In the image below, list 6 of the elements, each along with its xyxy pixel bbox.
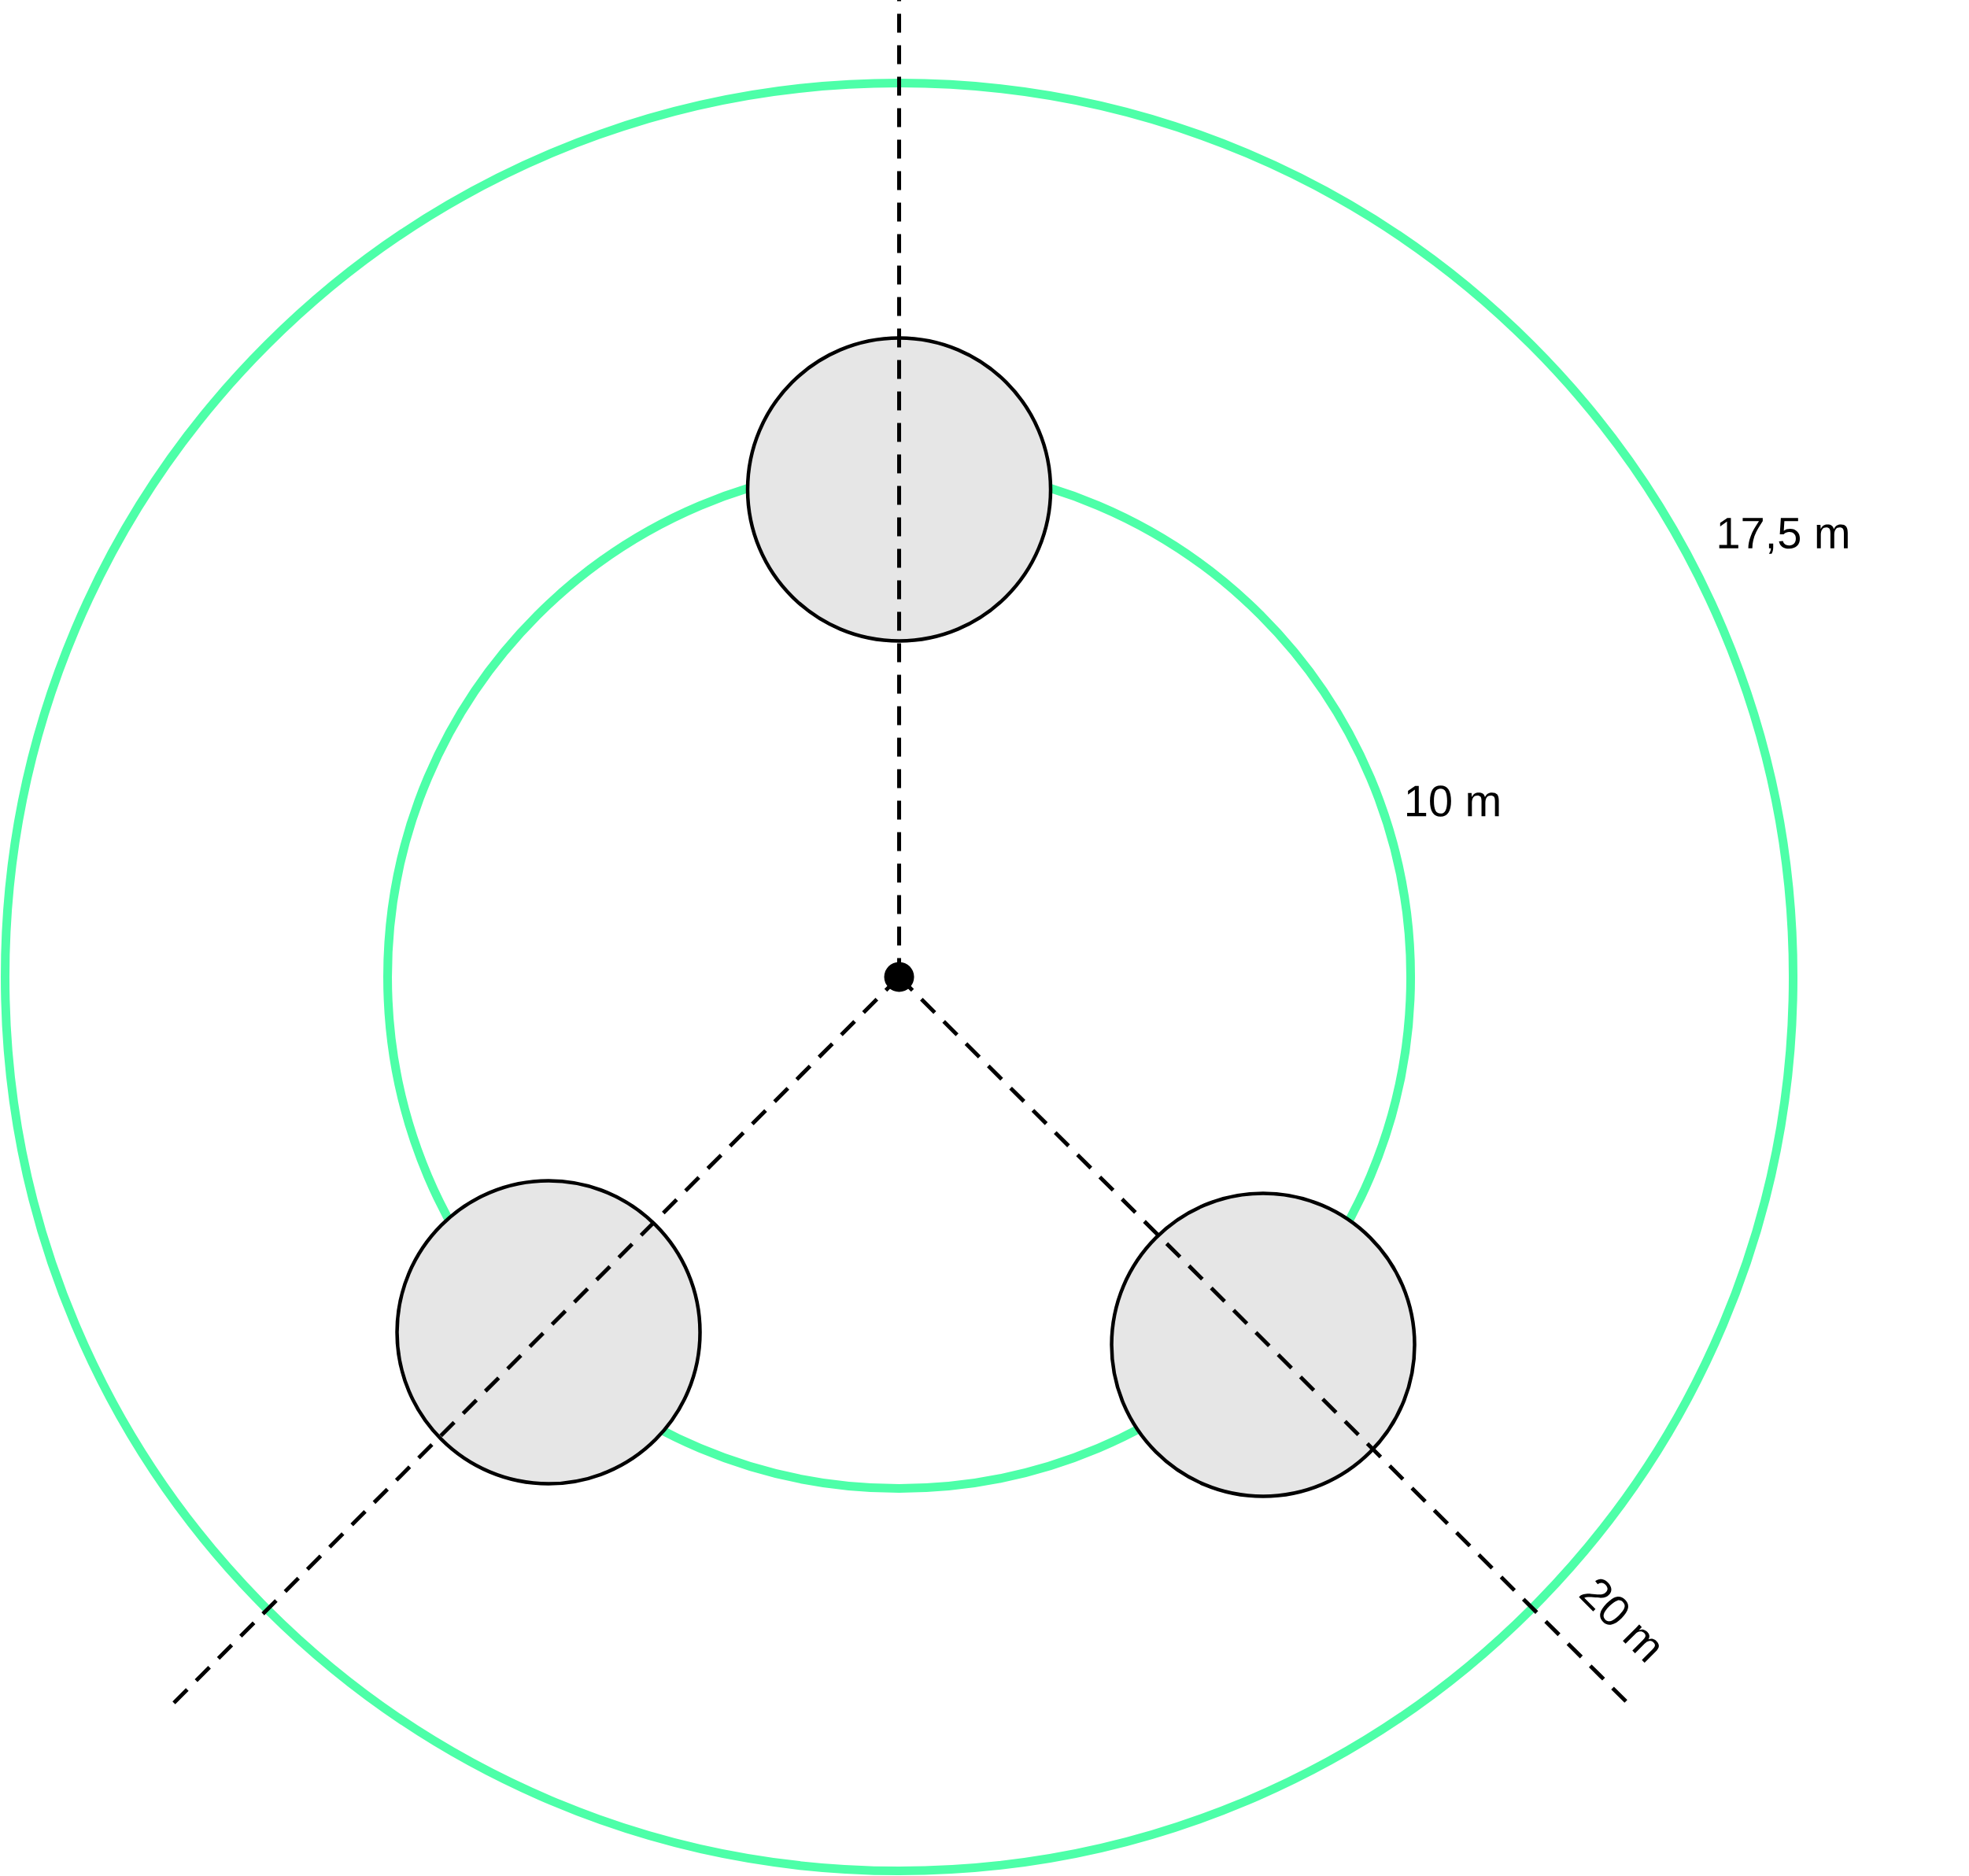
dimension-label: 10 m — [1407, 785, 1499, 817]
circle — [395, 1179, 702, 1486]
circle — [745, 336, 1053, 643]
circle — [1110, 1191, 1417, 1498]
dimension-label: 20 m — [1579, 1579, 1659, 1663]
dimension-label: 17,5 m — [1719, 518, 1848, 554]
